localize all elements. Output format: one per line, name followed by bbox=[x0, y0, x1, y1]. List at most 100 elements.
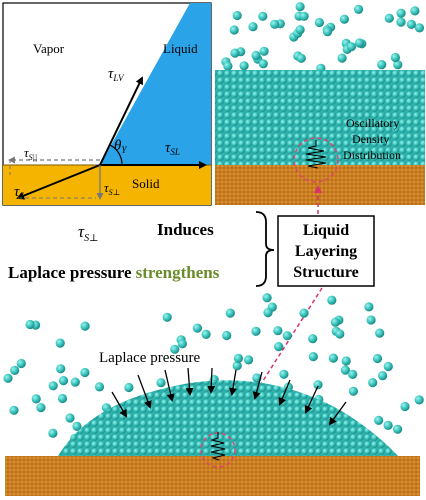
vapor-atom bbox=[374, 415, 384, 425]
droplet-body bbox=[58, 380, 398, 456]
liquid-layering-box bbox=[277, 215, 375, 287]
vapor-atom bbox=[55, 338, 65, 348]
tau-sl-label: τSL bbox=[165, 140, 180, 157]
vapor-atom bbox=[239, 61, 249, 71]
vapor-atom bbox=[258, 59, 268, 69]
laplace-arrow bbox=[137, 374, 152, 409]
vapor-atom bbox=[390, 52, 400, 63]
layering-panel: Oscillatory Density Distribution bbox=[215, 2, 425, 205]
vapor-atom bbox=[232, 10, 242, 21]
vapor-atoms-top bbox=[221, 2, 425, 73]
vapor-atom bbox=[393, 60, 403, 70]
laplace-arrow bbox=[304, 385, 319, 414]
vapor-atom bbox=[94, 382, 105, 392]
laplace-arrow bbox=[111, 391, 128, 418]
substrate-top bbox=[215, 165, 425, 205]
contact-angle-arc bbox=[109, 144, 123, 166]
laplace-arrows bbox=[111, 367, 347, 426]
vapor-atom bbox=[393, 424, 403, 434]
vapor-atom bbox=[263, 308, 273, 318]
box-structure: Structure bbox=[293, 264, 358, 281]
vapor-atom bbox=[322, 27, 333, 37]
vapor-atoms-bottom bbox=[3, 293, 424, 443]
vapor-atom bbox=[225, 308, 235, 318]
vapor-atom bbox=[48, 381, 58, 391]
vapor-atom bbox=[223, 61, 233, 71]
vapor-atom bbox=[201, 329, 211, 339]
vapor-atom bbox=[25, 319, 35, 330]
laplace-arrow bbox=[278, 379, 291, 406]
vapor-atom bbox=[368, 378, 378, 388]
laplace-arrow bbox=[229, 369, 237, 396]
theta-label: θY bbox=[114, 138, 127, 155]
vapor-atom bbox=[377, 60, 387, 70]
vapor-atom bbox=[251, 50, 261, 61]
vapor-atom bbox=[279, 369, 289, 379]
vapor-atom bbox=[414, 395, 424, 405]
curly-brace bbox=[255, 211, 275, 287]
vapor-atom bbox=[348, 369, 358, 379]
droplet-panel: Laplace pressure bbox=[3, 293, 424, 496]
vapor-atom bbox=[274, 342, 284, 352]
vapor-atom bbox=[364, 302, 374, 312]
induces-label: Induces bbox=[157, 220, 214, 239]
vapor-atom bbox=[270, 19, 280, 29]
solid-region bbox=[3, 165, 211, 205]
vapor-atom bbox=[258, 11, 268, 21]
vapor-atom bbox=[366, 315, 376, 325]
vapor-atom bbox=[232, 361, 242, 371]
vapor-atom bbox=[80, 367, 90, 378]
vapor-atom bbox=[346, 42, 356, 52]
vapor-atom bbox=[9, 405, 19, 415]
vapor-atom bbox=[273, 326, 283, 336]
laplace-arrow bbox=[207, 367, 216, 394]
vapor-atom bbox=[296, 53, 306, 63]
vapor-atom bbox=[251, 326, 261, 336]
vapor-atom bbox=[299, 308, 309, 318]
vapor-atom bbox=[299, 11, 309, 21]
vapor-atom bbox=[384, 13, 394, 23]
vapor-label: Vapor bbox=[33, 41, 65, 56]
vapor-atom bbox=[414, 23, 425, 33]
vapor-atom bbox=[330, 317, 340, 327]
vapor-atom bbox=[282, 331, 292, 341]
tau-s-label: τS bbox=[14, 184, 24, 201]
liquid-region bbox=[100, 3, 211, 165]
vapor-atom bbox=[177, 339, 187, 349]
vapor-atom bbox=[230, 48, 240, 58]
vapor-atom bbox=[222, 330, 232, 341]
tau-s-arrow bbox=[16, 164, 101, 200]
vapor-atom bbox=[308, 334, 318, 344]
oscillatory-label: Oscillatory bbox=[346, 116, 399, 130]
tau-lv-label: τLV bbox=[108, 66, 125, 83]
vapor-atom bbox=[262, 293, 272, 303]
distribution-label: Distribution bbox=[343, 148, 401, 162]
vapor-atom bbox=[65, 413, 75, 423]
vapor-atom bbox=[383, 361, 393, 372]
vapor-atom bbox=[396, 17, 406, 27]
vapor-atom bbox=[396, 8, 406, 18]
vapor-atom bbox=[341, 356, 351, 366]
liquid-slab bbox=[215, 70, 425, 165]
vapor-atom bbox=[354, 4, 364, 15]
vapor-atom bbox=[372, 353, 383, 364]
vapor-atom bbox=[337, 53, 347, 63]
liquid-label: Liquid bbox=[163, 41, 198, 56]
vapor-atom bbox=[313, 380, 323, 390]
laplace-arrow bbox=[185, 367, 194, 396]
young-panel: Vapor Liquid Solid τLV θY τSL τS|| τS τS… bbox=[2, 2, 212, 206]
vapor-atom bbox=[80, 321, 90, 331]
laplace-arrow bbox=[164, 369, 175, 402]
vapor-atom bbox=[328, 353, 338, 363]
laplace-arrow bbox=[328, 401, 347, 426]
vapor-atom bbox=[327, 295, 337, 305]
vapor-atom bbox=[248, 22, 258, 32]
vapor-atom bbox=[383, 420, 393, 430]
droplet-density-curve bbox=[210, 432, 226, 461]
vapor-atom bbox=[70, 377, 80, 387]
vapor-atom bbox=[378, 371, 388, 381]
vapor-atom bbox=[259, 46, 269, 56]
tau-lv-arrow bbox=[99, 76, 143, 166]
